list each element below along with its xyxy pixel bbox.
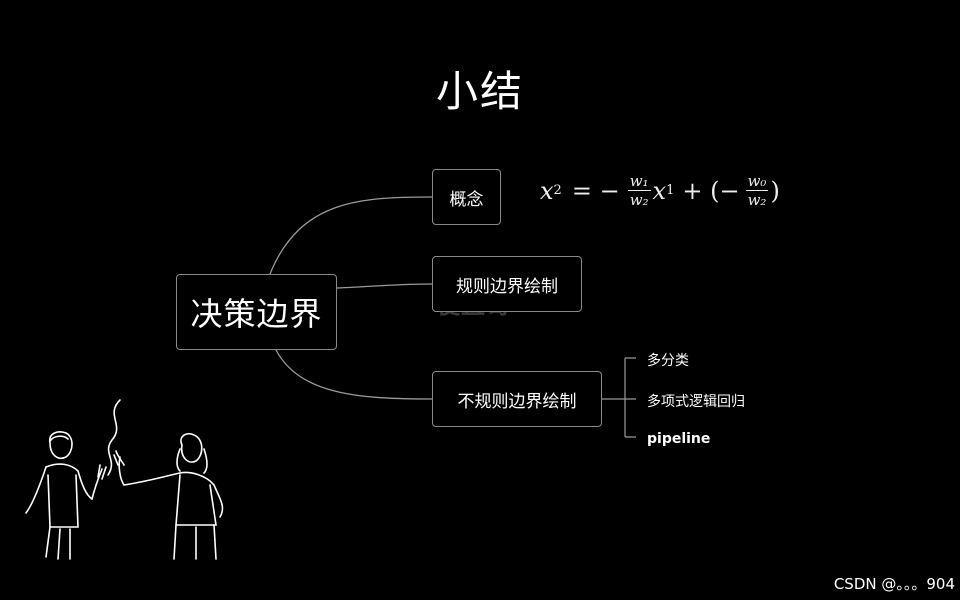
- sub-item-multiclass: 多分类: [647, 350, 689, 370]
- connector-root-regular: [337, 284, 432, 288]
- connector-root-concept: [270, 197, 432, 274]
- sub-item-polynomial-logistic: 多项式逻辑回归: [647, 391, 745, 411]
- csdn-attribution: CSDN @。。。904: [834, 573, 955, 594]
- branch-concept: 概念: [432, 169, 501, 225]
- sub-item-pipeline: pipeline: [647, 431, 710, 447]
- branch-regular-boundary: 规则边界绘制: [432, 256, 582, 312]
- fraction-w0-w2: w₀ w₂: [746, 172, 769, 209]
- branch-irregular-boundary: 不规则边界绘制: [432, 371, 602, 427]
- root-node: 决策边界: [176, 274, 337, 350]
- page-title: 小结: [0, 58, 960, 119]
- fraction-w1-w2: w₁ w₂: [628, 172, 651, 209]
- connector-sub-bracket: [602, 358, 636, 437]
- connector-root-irregular: [276, 350, 432, 399]
- people-line-drawing: [20, 395, 240, 565]
